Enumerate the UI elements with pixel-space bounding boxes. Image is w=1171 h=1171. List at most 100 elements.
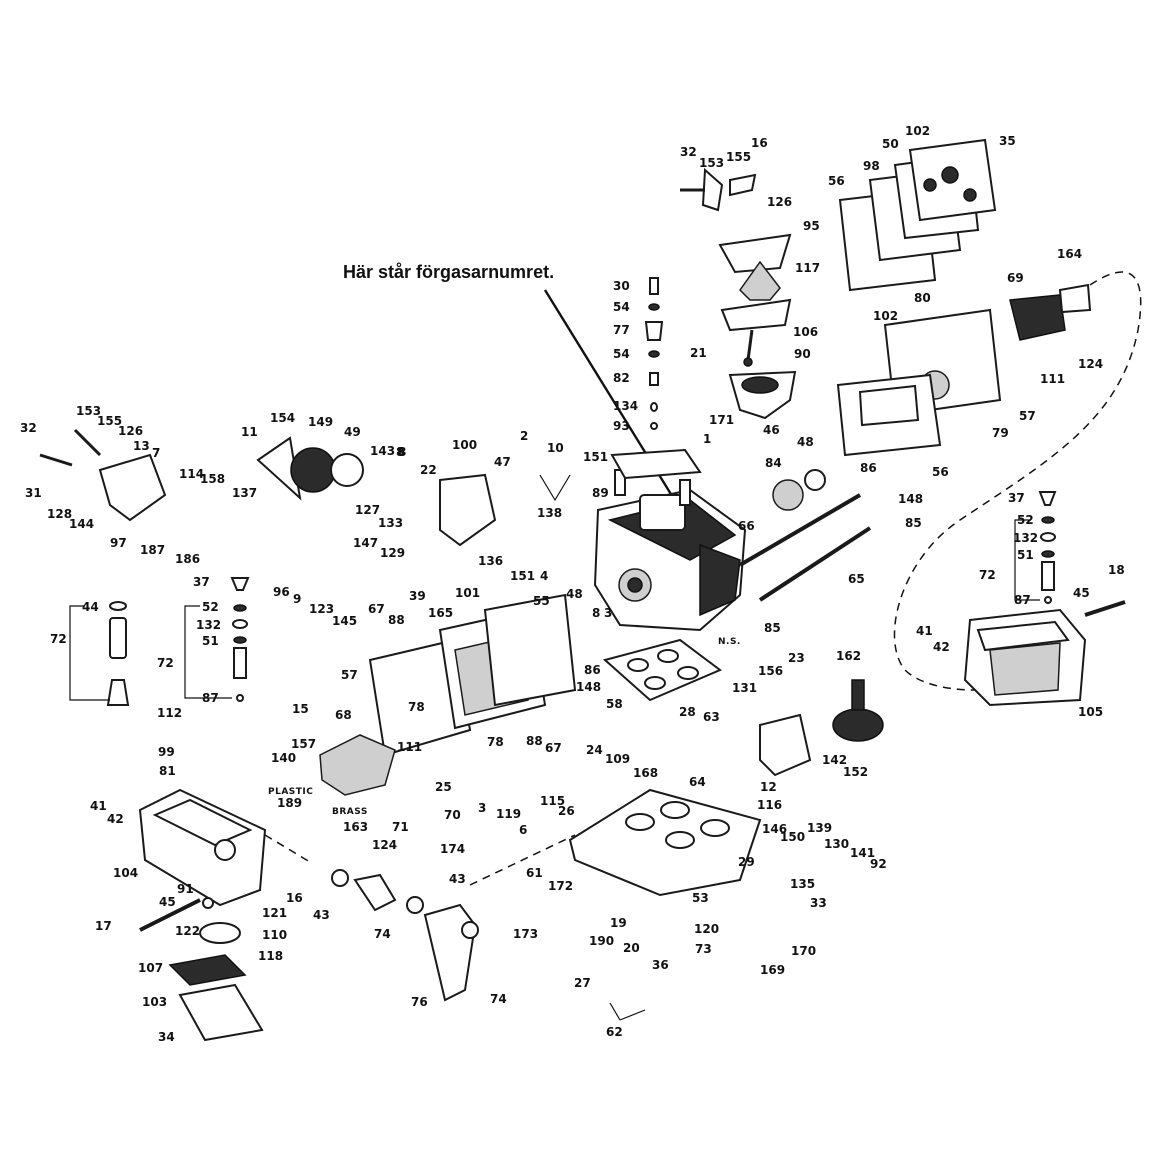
part-number-label: 45 (159, 895, 176, 909)
part-number-label: 119 (496, 807, 521, 821)
annotation-pointer (543, 289, 692, 526)
part-number-label: 11 (241, 425, 258, 439)
part-number-label: 78 (487, 735, 504, 749)
part-number-label: 127 (355, 503, 380, 517)
part-number-label: 56 (932, 465, 949, 479)
part-number-label: 25 (435, 780, 452, 794)
part-number-label: 17 (95, 919, 112, 933)
part-number-label: 138 (537, 506, 562, 520)
part-number-label: 128 (47, 507, 72, 521)
part-number-label: 132 (1013, 531, 1038, 545)
part-number-label: 148 (898, 492, 923, 506)
bracket-right-72 (1014, 519, 1040, 601)
part-number-label: 88 (526, 734, 543, 748)
part-number-label: 147 (353, 536, 378, 550)
part-number-label: 67 (368, 602, 385, 616)
part-number-label: 143 (370, 444, 395, 458)
part-number-label: 57 (1019, 409, 1036, 423)
part-number-label: 131 (732, 681, 757, 695)
part-number-label: 162 (836, 649, 861, 663)
part-number-label: 21 (690, 346, 707, 360)
rod-65 (758, 526, 872, 602)
part-number-label: 70 (444, 808, 461, 822)
part-number-label: 81 (159, 764, 176, 778)
part-number-label: 58 (606, 697, 623, 711)
part-number-label: 7 (152, 446, 160, 460)
part-number-label: 130 (824, 837, 849, 851)
baseplate-dashed-line (469, 834, 576, 886)
part-number-label: 172 (548, 879, 573, 893)
part-number-label: 163 (343, 820, 368, 834)
part-number-label: 79 (992, 426, 1009, 440)
part-number-label: 16 (286, 891, 303, 905)
part-number-label: 145 (332, 614, 357, 628)
part-number-label: 46 (763, 423, 780, 437)
part-number-label: 124 (372, 838, 397, 852)
part-number-label: 66 (738, 519, 755, 533)
fuel-line-dashed-left (264, 834, 311, 863)
part-number-label: 35 (999, 134, 1016, 148)
part-number-label: 1 (703, 432, 711, 446)
fuel-line-dashed-right (893, 271, 1142, 691)
secondary-housing (439, 473, 497, 547)
part-number-label: 174 (440, 842, 465, 856)
word-brass: BRASS (332, 807, 368, 817)
part-number-label: 112 (157, 706, 182, 720)
part-number-label: 48 (797, 435, 814, 449)
part-number-label: 107 (138, 961, 163, 975)
part-number-label: 39 (409, 589, 426, 603)
part-number-label: 155 (726, 150, 751, 164)
fuel-inlet-assembly (331, 869, 479, 1002)
fuel-bowl-left (138, 788, 267, 907)
part-number-label: 158 (200, 472, 225, 486)
jet-stack (644, 277, 664, 430)
part-number-label: 45 (1073, 586, 1090, 600)
part-number-label: 42 (107, 812, 124, 826)
part-number-label: 77 (613, 323, 630, 337)
part-number-label: 84 (765, 456, 782, 470)
part-number-label: 12 (760, 780, 777, 794)
part-number-label: 132 (196, 618, 221, 632)
part-number-label: 3 (604, 606, 612, 620)
part-number-label: 74 (374, 927, 391, 941)
part-number-label: 173 (513, 927, 538, 941)
throttle-body (568, 788, 762, 897)
part-number-label: 87 (1014, 593, 1031, 607)
bracket-left-72b (184, 605, 232, 699)
part-number-label: 155 (97, 414, 122, 428)
part-number-label: 171 (709, 413, 734, 427)
part-number-label: 41 (916, 624, 933, 638)
part-number-label: 69 (1007, 271, 1024, 285)
part-number-label: 72 (979, 568, 996, 582)
part-number-label: 152 (843, 765, 868, 779)
part-number-label: 34 (158, 1030, 175, 1044)
part-number-label: 165 (428, 606, 453, 620)
part-number-label: 27 (574, 976, 591, 990)
part-number-label: 24 (586, 743, 603, 757)
part-number-label: 93 (613, 419, 630, 433)
part-number-label: 8 (592, 606, 600, 620)
part-number-label: 106 (793, 325, 818, 339)
part-number-label: 2 (520, 429, 528, 443)
needle-seat-right (1038, 491, 1057, 604)
part-number-label: 6 (519, 823, 527, 837)
part-number-label: 43 (313, 908, 330, 922)
part-number-label: 104 (113, 866, 138, 880)
part-number-label: 124 (1078, 357, 1103, 371)
part-number-label: 103 (142, 995, 167, 1009)
part-number-label: 52 (202, 600, 219, 614)
part-number-label: 91 (177, 882, 194, 896)
part-number-label: 85 (905, 516, 922, 530)
part-number-label: 22 (420, 463, 437, 477)
part-number-label: 49 (344, 425, 361, 439)
part-number-label: 97 (110, 536, 127, 550)
part-number-label: 102 (873, 309, 898, 323)
part-number-label: 43 (449, 872, 466, 886)
part-number-label: 101 (455, 586, 480, 600)
part-number-label: 67 (545, 741, 562, 755)
rod-66 (738, 493, 862, 567)
part-number-label: 85 (764, 621, 781, 635)
part-number-label: 99 (158, 745, 175, 759)
